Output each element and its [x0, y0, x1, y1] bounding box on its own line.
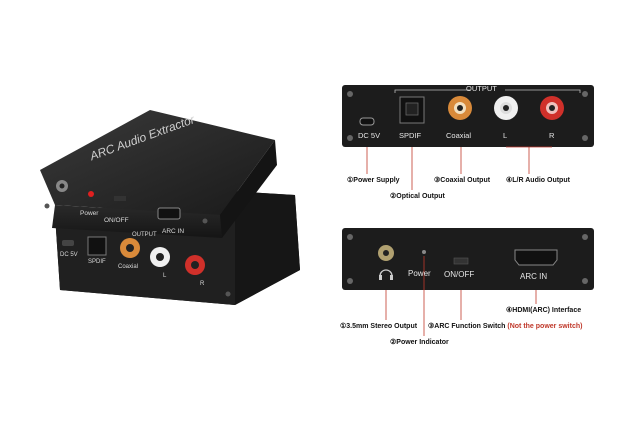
power-led-icon: [422, 250, 426, 254]
back-r-label: R: [549, 131, 555, 140]
front-power-label: Power: [408, 269, 431, 278]
hdmi-port-icon: [157, 207, 181, 220]
callout-lr-audio-output: ④L/R Audio Output: [506, 177, 570, 184]
screw-icon: [582, 135, 588, 141]
screw-icon: [582, 91, 588, 97]
photo-arcin-label: ARC IN: [162, 228, 185, 235]
optical-port-icon: [87, 236, 107, 256]
front-device-photo: [40, 110, 277, 238]
back-dc5v-label: DC 5V: [358, 131, 381, 140]
usb-port-icon: [62, 240, 74, 246]
screw-icon: [582, 278, 588, 284]
headphone-icon: [379, 269, 393, 277]
photo-coaxial-label: Coaxial: [118, 264, 139, 270]
switch-icon: [114, 196, 126, 201]
switch-icon: [453, 257, 469, 265]
hdmi-port-icon: [514, 249, 558, 266]
callout-power-supply: ①Power Supply: [347, 177, 400, 184]
back-output-label: OUTPUT: [466, 84, 497, 93]
power-led-icon: [88, 191, 94, 197]
screw-icon: [347, 234, 353, 240]
front-onoff-label: ON/OFF: [444, 270, 475, 279]
callout-arc-switch-note: (Not the power switch): [507, 323, 583, 330]
screw-icon: [582, 234, 588, 240]
front-arcin-label: ARC IN: [520, 272, 548, 281]
callout-stereo-output: ①3.5mm Stereo Output: [340, 323, 418, 330]
callout-optical-output: ②Optical Output: [390, 193, 445, 200]
usb-port-icon: [359, 117, 375, 126]
photo-r-label: R: [200, 281, 205, 287]
photo-l-label: L: [163, 273, 167, 279]
callout-power-indicator: ②Power Indicator: [390, 339, 449, 346]
screw-icon: [225, 291, 231, 297]
back-l-label: L: [503, 131, 508, 140]
screw-icon: [347, 135, 353, 141]
photo-output-label: OUTPUT: [132, 232, 157, 238]
back-coaxial-label: Coaxial: [446, 131, 472, 140]
back-spdif-label: SPDIF: [399, 131, 422, 140]
screw-icon: [347, 278, 353, 284]
photo-dc5v-label: DC 5V: [60, 252, 78, 258]
photo-spdif-label: SPDIF: [88, 259, 106, 265]
callout-arc-switch-text: ③ARC Function Switch: [428, 323, 506, 330]
callout-hdmi-interface: ④HDMI(ARC) Interface: [506, 307, 582, 314]
callout-coaxial-output: ③Coaxial Output: [434, 177, 491, 184]
photo-onoff-label: ON/OFF: [104, 217, 129, 224]
photo-power-label: Power: [80, 210, 99, 217]
callout-arc-switch: ③ARC Function Switch (Not the power swit…: [428, 322, 582, 330]
screw-icon: [347, 91, 353, 97]
